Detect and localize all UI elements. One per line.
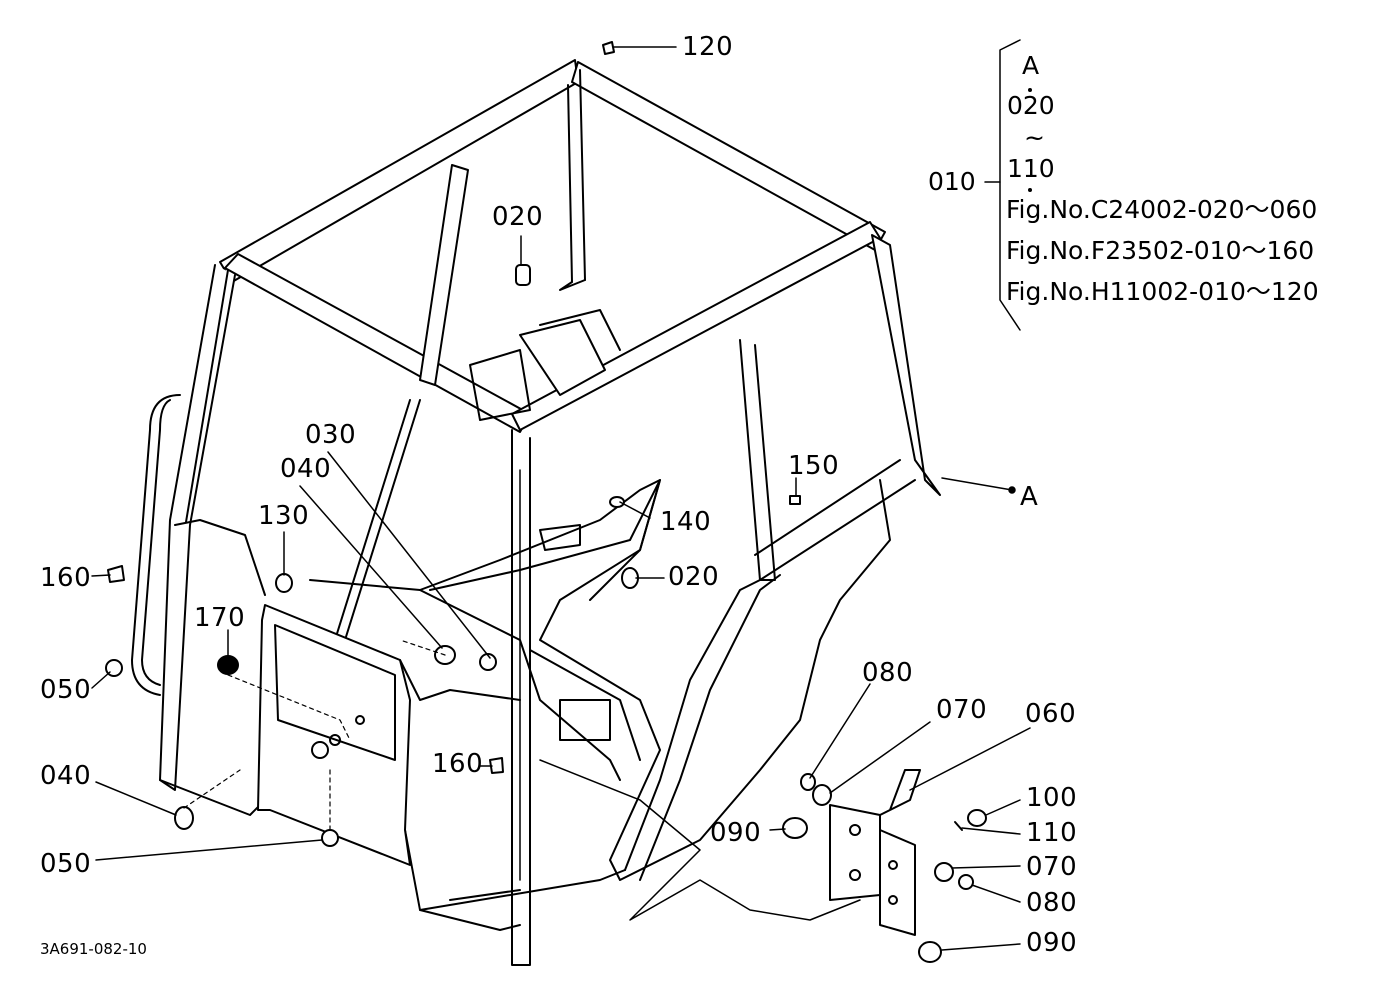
part-170 bbox=[217, 655, 239, 675]
part-160-left bbox=[107, 565, 125, 583]
callout-150: 150 bbox=[788, 451, 840, 481]
callout-080-bottom: 080 bbox=[1026, 888, 1078, 918]
rear-pillar bbox=[334, 164, 469, 641]
reference-main-label: 010 bbox=[928, 167, 976, 196]
cab-body bbox=[309, 479, 891, 931]
fig-ref-2: Fig.No.F23502-010～160 bbox=[1006, 236, 1315, 265]
callout-100: 100 bbox=[1026, 783, 1078, 813]
fig-ref-1: Fig.No.C24002-020～060 bbox=[1006, 195, 1318, 224]
front-pillar bbox=[511, 429, 531, 966]
part-cushion-020-top bbox=[515, 264, 531, 286]
bracket-item-020: 020 bbox=[1007, 91, 1055, 120]
left-pillar bbox=[159, 264, 266, 816]
callout-140: 140 bbox=[660, 507, 712, 537]
part-150 bbox=[789, 495, 801, 505]
part-050-lower bbox=[321, 829, 339, 847]
callout-040-outer: 040 bbox=[40, 761, 92, 791]
callout-090-left: 090 bbox=[710, 818, 762, 848]
assembly-lines bbox=[183, 639, 446, 831]
callout-030: 030 bbox=[305, 420, 357, 450]
callout-080-top: 080 bbox=[862, 658, 914, 688]
latch-assembly bbox=[782, 769, 987, 963]
callout-070-top: 070 bbox=[936, 695, 988, 725]
callout-040-inner: 040 bbox=[280, 454, 332, 484]
part-130 bbox=[275, 573, 293, 593]
callout-050-left: 050 bbox=[40, 675, 92, 705]
callout-070-bottom: 070 bbox=[1026, 852, 1078, 882]
reference-bracket bbox=[984, 39, 1032, 331]
part-140 bbox=[609, 496, 625, 508]
part-040-outer bbox=[174, 806, 194, 830]
right-pillar bbox=[739, 234, 941, 581]
leader-lines bbox=[91, 46, 1031, 951]
fig-ref-3: Fig.No.H11002-010～120 bbox=[1006, 277, 1319, 306]
part-120 bbox=[602, 41, 615, 55]
bracket-item-a: A bbox=[1022, 51, 1040, 80]
callout-050-lower: 050 bbox=[40, 849, 92, 879]
door-panel bbox=[257, 604, 521, 866]
floor-plate bbox=[429, 479, 661, 601]
callout-060: 060 bbox=[1025, 699, 1077, 729]
callout-020-right: 020 bbox=[668, 562, 720, 592]
callout-120: 120 bbox=[682, 32, 734, 62]
handrail bbox=[131, 394, 181, 696]
reference-links bbox=[539, 759, 861, 921]
callout-160-mid: 160 bbox=[432, 749, 484, 779]
bracket-item-range: ~ bbox=[1024, 123, 1045, 152]
callout-160-left: 160 bbox=[40, 563, 92, 593]
callout-170: 170 bbox=[194, 603, 246, 633]
callout-110: 110 bbox=[1026, 818, 1078, 848]
part-160-mid bbox=[489, 757, 504, 774]
part-040-inner bbox=[434, 645, 497, 671]
seat-box bbox=[469, 309, 621, 421]
drawing-code: 3A691-082-10 bbox=[40, 940, 147, 958]
callout-020-top: 020 bbox=[492, 202, 544, 232]
callout-090-bottom: 090 bbox=[1026, 928, 1078, 958]
bracket-item-110: 110 bbox=[1007, 154, 1055, 183]
pointer-label-a: A bbox=[1020, 482, 1039, 512]
callout-130: 130 bbox=[258, 501, 310, 531]
